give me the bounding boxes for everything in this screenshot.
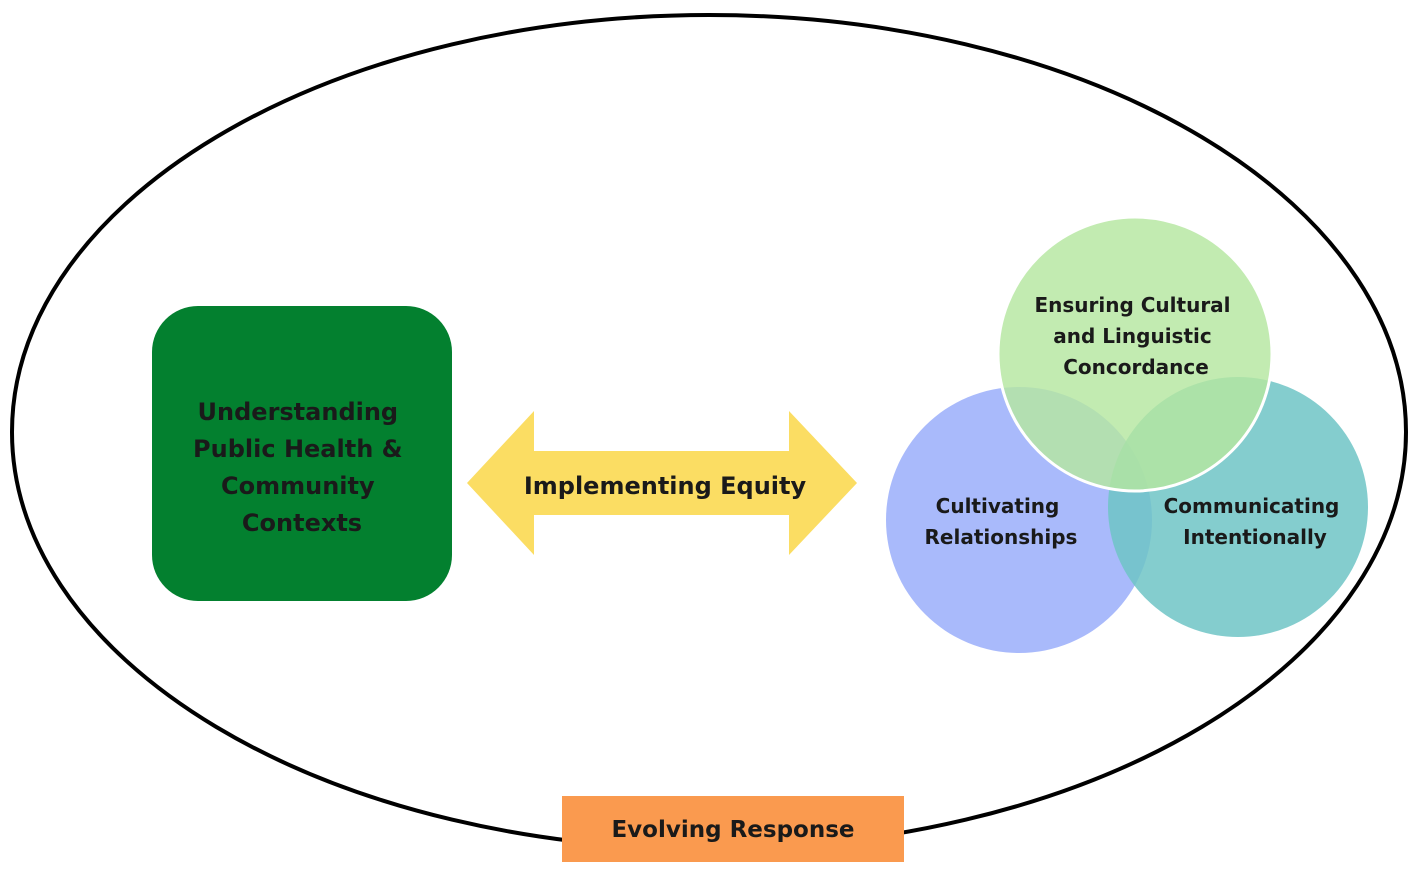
context-box-label: Understanding Public Health & Community … (193, 398, 411, 537)
venn-communicating-line-2: Intentionally (1183, 525, 1327, 549)
venn-communicating-line-1: Communicating (1164, 494, 1340, 518)
context-box-line-4: Contexts (242, 509, 362, 537)
context-box-line-2: Public Health & (193, 435, 403, 463)
evolving-response-box (562, 796, 904, 862)
venn-diagram (886, 215, 1368, 653)
venn-cultivating-line-2: Relationships (925, 525, 1078, 549)
venn-ensuring-line-1: Ensuring Cultural (1034, 293, 1230, 317)
context-box-line-1: Understanding (198, 398, 399, 426)
venn-ensuring-line-3: Concordance (1063, 355, 1209, 379)
context-box (152, 306, 452, 601)
venn-label-communicating: Communicating Intentionally (1164, 494, 1347, 549)
arrow-label: Implementing Equity (524, 472, 807, 500)
venn-label-ensuring: Ensuring Cultural and Linguistic Concord… (1034, 293, 1237, 379)
double-arrow-shape (467, 411, 857, 555)
venn-cultivating-line-1: Cultivating (936, 494, 1060, 518)
context-box-line-3: Community (221, 472, 375, 500)
venn-ensuring-line-2: and Linguistic (1053, 324, 1211, 348)
venn-label-cultivating: Cultivating Relationships (925, 494, 1078, 549)
evolving-response-label: Evolving Response (611, 817, 854, 843)
venn-circle-ensuring (996, 215, 1274, 493)
